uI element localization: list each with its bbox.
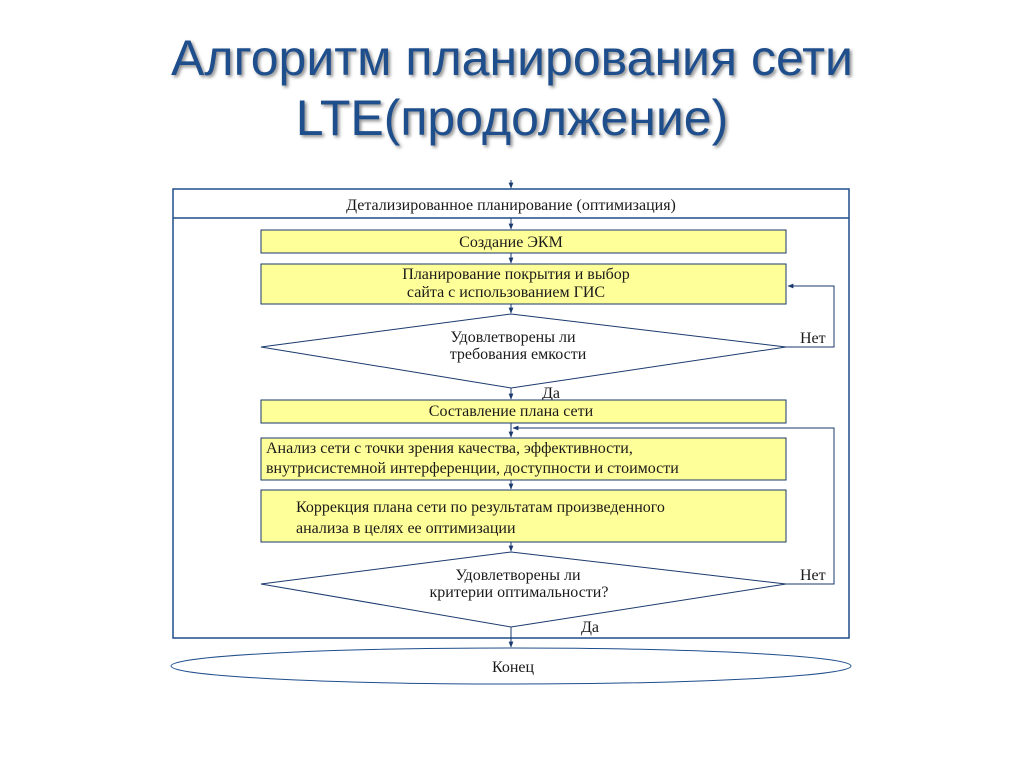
header-label: Детализированное планирование (оптимизац… [346, 197, 676, 214]
box-create-ekm [260, 229, 787, 254]
box-analysis-line1: Анализ сети с точки зрения качества, эфф… [266, 440, 633, 457]
label-yes-1: Да [542, 385, 560, 402]
box-correction [260, 489, 787, 543]
decision-optimality-line1: Удовлетворены ли [455, 567, 580, 584]
box-network-plan [260, 399, 787, 424]
box-create-ekm-label: Создание ЭКМ [459, 234, 563, 251]
slide-title: Алгоритм планирования сети LTE(продолжен… [0, 28, 1024, 148]
box-correction-line1: Коррекция плана сети по результатам прои… [296, 499, 665, 516]
end-label: Конец [492, 659, 535, 676]
label-no-1: Нет [800, 330, 826, 347]
box-coverage-line2: сайта с использованием ГИС [407, 284, 605, 301]
box-analysis-line2: внутрисистемной интерференции, доступнос… [266, 460, 679, 477]
box-analysis [260, 437, 787, 481]
box-network-plan-label: Составление плана сети [429, 403, 594, 420]
loop-no-2 [512, 425, 835, 585]
title-line-2: LTE(продолжение) [295, 90, 729, 146]
loop-no-1 [786, 283, 835, 348]
decision-capacity-line2: требования емкости [450, 346, 587, 363]
end-terminator [170, 647, 852, 685]
decision-capacity-line1: Удовлетворены ли [450, 329, 575, 346]
box-coverage [260, 263, 787, 305]
box-correction-line2: анализа в целях ее оптимизации [296, 520, 516, 537]
title-line-1: Алгоритм планирования сети [171, 30, 853, 86]
label-no-2: Нет [800, 567, 826, 584]
box-coverage-line1: Планирование покрытия и выбор [402, 266, 629, 283]
decision-optimality-line2: критерии оптимальности? [430, 584, 609, 601]
label-yes-2: Да [581, 619, 599, 636]
